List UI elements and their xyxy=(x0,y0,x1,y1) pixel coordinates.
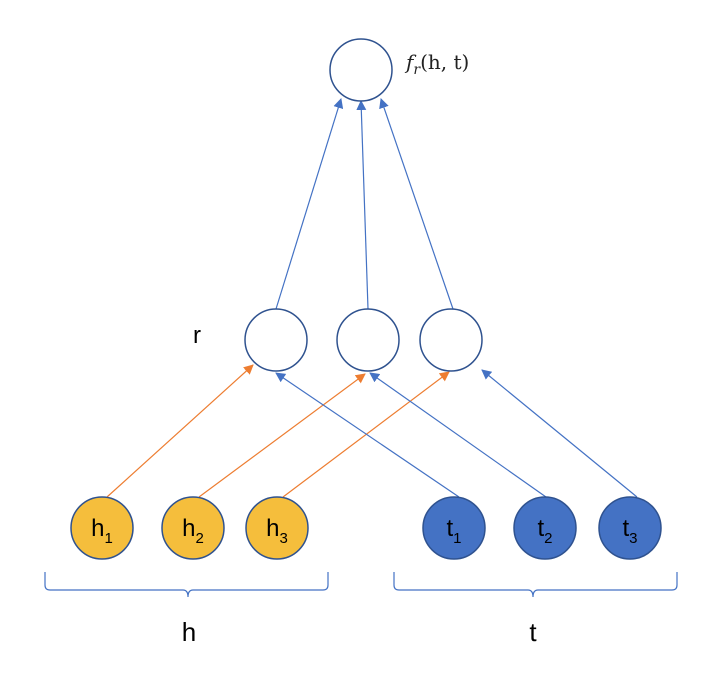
tail-node-label: t3 xyxy=(622,515,637,547)
tail-node: t2 xyxy=(513,496,577,560)
tail-nodes: t1 t2 t3 xyxy=(422,496,662,560)
tail-node-label: t1 xyxy=(446,515,461,547)
head-node: h2 xyxy=(161,496,225,560)
relation-node xyxy=(336,308,400,372)
edges-head-to-relation xyxy=(106,364,450,498)
tail-node: t1 xyxy=(422,496,486,560)
tail-node-label: t2 xyxy=(537,515,552,547)
relation-nodes xyxy=(244,308,483,372)
head-nodes: h1 h2 h3 xyxy=(70,496,309,560)
edges-to-output xyxy=(275,98,454,310)
edge-r3-to-output xyxy=(379,98,454,310)
edge-t2-to-r2 xyxy=(369,372,547,498)
output-node xyxy=(329,38,393,102)
tail-node: t3 xyxy=(598,496,662,560)
edges-tail-to-relation xyxy=(275,369,638,498)
tail-group-brace xyxy=(393,572,678,598)
output-label: fr(h, t) xyxy=(404,50,469,78)
head-group-label: h xyxy=(182,617,196,647)
edge-t3-to-r3 xyxy=(481,369,638,498)
head-node-label: h1 xyxy=(91,515,113,547)
head-node: h1 xyxy=(70,496,134,560)
relation-node xyxy=(419,308,483,372)
relation-node xyxy=(244,308,308,372)
edge-r2-to-output xyxy=(356,100,369,310)
head-node: h3 xyxy=(245,496,309,560)
edge-h2-to-r2 xyxy=(198,373,366,498)
edge-t1-to-r1 xyxy=(275,372,460,498)
head-group-brace xyxy=(44,572,329,598)
relation-label: r xyxy=(193,322,201,349)
head-node-label: h3 xyxy=(266,515,288,547)
tail-group-label: t xyxy=(529,617,537,647)
edge-r1-to-output xyxy=(275,98,344,310)
head-node-label: h2 xyxy=(182,515,204,547)
edge-h1-to-r1 xyxy=(106,364,254,498)
